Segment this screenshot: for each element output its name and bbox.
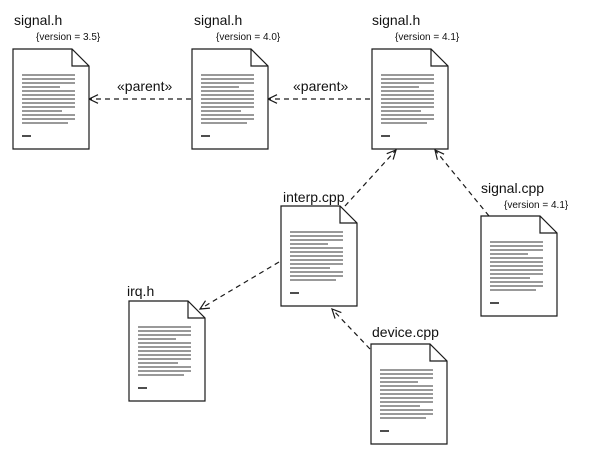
- dependency-line: [344, 149, 397, 207]
- artifact-name-interp-cpp: interp.cpp: [283, 189, 345, 205]
- document-icon-signal-h-41: [371, 48, 449, 150]
- document-icon-signal-cpp: [480, 215, 558, 317]
- artifact-name-signal-cpp: signal.cpp: [481, 180, 545, 196]
- dependency-line: [331, 308, 371, 350]
- dependency-arrowhead: [331, 307, 342, 319]
- dependency-arrow-1: [87, 94, 191, 104]
- artifact-name-irq-h: irq.h: [127, 283, 155, 299]
- document-fold: [250, 49, 268, 67]
- document-icon-signal-h-35: [12, 48, 90, 150]
- dependency-arrowhead: [434, 148, 445, 160]
- document-fold: [339, 206, 357, 224]
- document-icon-device-cpp: [370, 343, 448, 445]
- dependency-label-parent-2: «parent»: [293, 78, 349, 94]
- dependency-arrow-2: [266, 94, 370, 104]
- document-icon-irq-h: [128, 300, 206, 402]
- artifact-tag-signal-h-40: {version = 4.0}: [216, 32, 281, 43]
- artifact-name-signal-h-35: signal.h: [14, 12, 63, 28]
- document-fold: [430, 49, 448, 67]
- dependency-arrow-5: [198, 261, 280, 310]
- artifact-icons: [12, 48, 558, 445]
- document-fold: [71, 49, 89, 67]
- document-fold: [429, 344, 447, 362]
- dependency-arrow-6: [331, 307, 371, 350]
- document-fold: [539, 216, 557, 234]
- document-icon-signal-h-40: [191, 48, 269, 150]
- artifact-tag-signal-h-41: {version = 4.1}: [395, 32, 460, 43]
- dependency-arrow-4: [434, 148, 490, 217]
- artifact-name-signal-h-41: signal.h: [372, 12, 421, 28]
- document-fold: [187, 301, 205, 319]
- dependency-arrow-3: [344, 148, 397, 207]
- document-icon-interp-cpp: [280, 205, 358, 307]
- artifact-name-signal-h-40: signal.h: [194, 12, 243, 28]
- dependency-arrowhead: [198, 300, 211, 310]
- dependency-label-parent-1: «parent»: [117, 78, 173, 94]
- artifact-tag-signal-cpp: {version = 4.1}: [504, 200, 569, 211]
- artifact-tag-signal-h-35: {version = 3.5}: [36, 32, 101, 43]
- artifact-name-device-cpp: device.cpp: [372, 324, 439, 340]
- dependency-arrowhead: [386, 148, 397, 160]
- dependency-line: [199, 261, 280, 310]
